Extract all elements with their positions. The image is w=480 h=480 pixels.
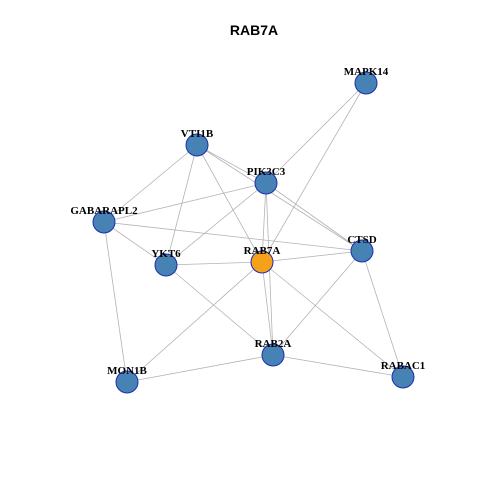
node-label: CTSD <box>347 234 376 246</box>
node-label: PIK3C3 <box>247 166 286 178</box>
node-label: GABARAPL2 <box>70 205 138 217</box>
edge-pik3c3-ctsd <box>265 182 363 252</box>
edge-rab7a-ctsd <box>261 250 363 263</box>
node-circle <box>261 343 285 367</box>
edge-ctsd-rabac1 <box>361 250 404 378</box>
node-ctsd: CTSD <box>347 234 377 263</box>
node-rab7a: RAB7A <box>244 245 281 274</box>
edge-gabarapl2-ctsd <box>103 221 363 252</box>
node-vti1b: VTI1B <box>181 128 214 157</box>
edge-vti1b-pik3c3 <box>196 144 267 184</box>
node-label: YKT6 <box>151 248 181 260</box>
node-pik3c3: PIK3C3 <box>247 166 286 195</box>
edge-vti1b-ctsd <box>196 144 363 252</box>
edge-mapk14-pik3c3 <box>265 82 367 184</box>
node-label: RAB7A <box>244 245 281 257</box>
node-label: RAB2A <box>255 338 292 350</box>
edge-pik3c3-rab7a <box>261 182 267 263</box>
node-rabac1: RABAC1 <box>381 360 426 389</box>
edge-ykt6-rab7a <box>165 261 263 266</box>
node-circle <box>154 253 178 277</box>
node-label: MON1B <box>107 365 147 377</box>
node-rab2a: RAB2A <box>255 338 292 367</box>
edge-ykt6-rab2a <box>165 264 274 356</box>
graph-title: RAB7A <box>230 22 278 38</box>
edge-gabarapl2-ykt6 <box>103 221 167 266</box>
edge-layer <box>103 82 404 383</box>
edge-vti1b-ykt6 <box>165 144 198 266</box>
center-node-circle <box>250 250 274 274</box>
node-label: MAPK14 <box>344 66 389 78</box>
node-gabarapl2: GABARAPL2 <box>70 205 138 234</box>
node-circle <box>92 210 116 234</box>
node-circle <box>185 133 209 157</box>
node-circle <box>350 239 374 263</box>
edge-rab2a-rabac1 <box>272 354 404 378</box>
node-label: RABAC1 <box>381 360 426 372</box>
node-circle <box>115 370 139 394</box>
edge-ctsd-rab2a <box>272 250 363 356</box>
edge-vti1b-rab7a <box>196 144 263 263</box>
edge-pik3c3-ykt6 <box>165 182 267 266</box>
edge-vti1b-gabarapl2 <box>103 144 198 223</box>
edge-gabarapl2-mon1b <box>103 221 128 383</box>
node-mapk14: MAPK14 <box>344 66 389 95</box>
edge-rab7a-rabac1 <box>261 261 404 378</box>
node-label: VTI1B <box>181 128 214 140</box>
node-circle <box>391 365 415 389</box>
node-circle <box>354 71 378 95</box>
node-circle <box>254 171 278 195</box>
edge-rab7a-rab2a <box>261 261 274 356</box>
edge-mapk14-rab7a <box>261 82 367 263</box>
edge-rab7a-mon1b <box>126 261 263 383</box>
node-mon1b: MON1B <box>107 365 148 394</box>
edge-rab2a-mon1b <box>126 354 274 383</box>
node-ykt6: YKT6 <box>151 248 181 277</box>
edge-pik3c3-gabarapl2 <box>103 182 267 223</box>
